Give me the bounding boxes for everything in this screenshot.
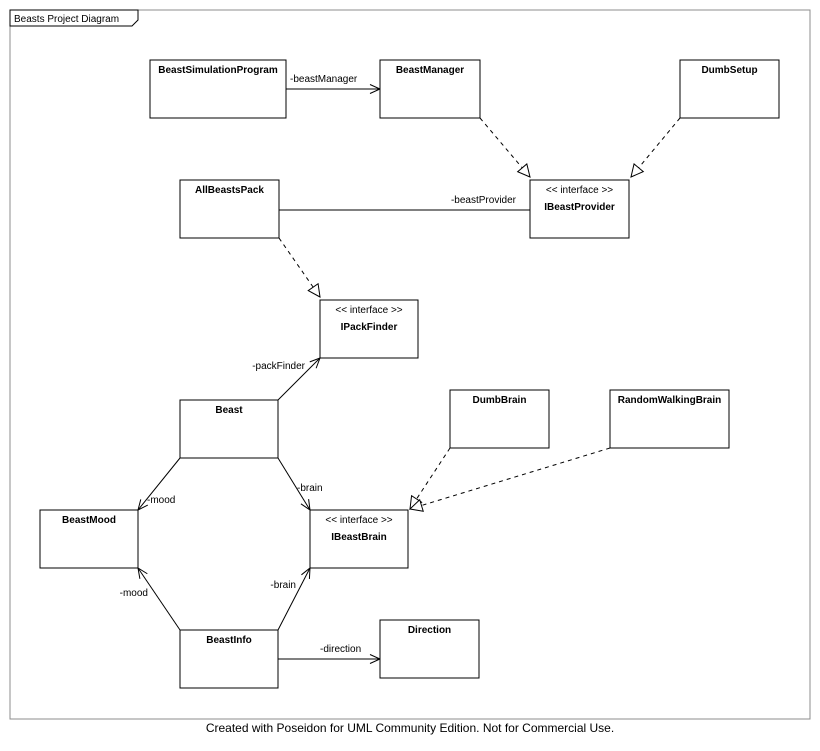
edge-beast-info-to-beast-mood <box>137 566 181 631</box>
class-box <box>179 399 279 459</box>
class-name: RandomWalkingBrain <box>618 395 722 406</box>
realization-arrowhead <box>630 163 645 178</box>
association-line <box>137 457 181 511</box>
realization-line <box>479 117 523 169</box>
edge-beast-info-to-direction <box>278 654 382 664</box>
edge-all-beasts-pack-to-i-pack-finder <box>278 237 321 298</box>
class-stereotype: << interface >> <box>325 515 392 526</box>
association-line <box>277 357 321 401</box>
association-line <box>277 567 311 631</box>
class-box <box>379 59 481 119</box>
class-name: BeastSimulationProgram <box>158 65 278 76</box>
edge-beast-simulation-program-to-beast-manager <box>286 84 382 94</box>
class-node-all-beasts-pack[interactable]: AllBeastsPack <box>179 179 280 239</box>
class-stereotype: << interface >> <box>546 185 613 196</box>
class-name: Direction <box>408 625 451 636</box>
association-line <box>137 567 181 631</box>
class-box <box>319 299 419 359</box>
edges <box>137 84 681 664</box>
class-node-beast[interactable]: Beast <box>179 399 279 459</box>
class-node-i-beast-brain[interactable]: << interface >> IBeastBrain <box>309 509 409 569</box>
nodes: BeastSimulationProgram BeastManager DumbSe… <box>39 59 780 689</box>
class-node-dumb-setup[interactable]: DumbSetup <box>679 59 780 119</box>
edge-dumb-setup-to-i-beast-provider <box>630 117 681 178</box>
class-box <box>39 509 139 569</box>
edge-random-walking-brain-to-i-beast-brain <box>408 447 611 512</box>
class-box <box>449 389 550 449</box>
realization-arrowhead <box>307 282 321 298</box>
edge-role-label: -direction <box>320 644 361 655</box>
class-name: IBeastProvider <box>544 202 615 213</box>
class-node-beast-mood[interactable]: BeastMood <box>39 509 139 569</box>
class-node-beast-simulation-program[interactable]: BeastSimulationProgram <box>149 59 287 119</box>
class-box <box>379 619 480 679</box>
class-node-beast-info[interactable]: BeastInfo <box>179 629 279 689</box>
class-node-i-pack-finder[interactable]: << interface >> IPackFinder <box>319 299 419 359</box>
realization-line <box>421 447 611 506</box>
edge-role-label: -brain <box>297 483 323 494</box>
edge-role-label: -mood <box>147 495 175 506</box>
edge-dumb-brain-to-i-beast-brain <box>409 447 451 510</box>
edge-role-label: -mood <box>120 588 148 599</box>
class-box <box>179 629 279 689</box>
class-box <box>529 179 630 239</box>
class-box <box>149 59 287 119</box>
association-line <box>277 457 311 511</box>
footer-watermark: Created with Poseidon for UML Community … <box>206 721 614 735</box>
class-node-dumb-brain[interactable]: DumbBrain <box>449 389 550 449</box>
class-name: IPackFinder <box>341 322 398 333</box>
edge-role-label: -beastProvider <box>451 195 517 206</box>
edge-beast-manager-to-i-beast-provider <box>479 117 531 178</box>
realization-arrowhead <box>516 163 531 178</box>
class-name: AllBeastsPack <box>195 185 264 196</box>
edge-role-label: -beastManager <box>290 74 358 85</box>
edge-labels: -beastManager -beastProvider -packFinder -m… <box>120 74 517 655</box>
class-name: IBeastBrain <box>331 532 387 543</box>
realization-line <box>638 117 681 169</box>
class-stereotype: << interface >> <box>335 305 402 316</box>
class-node-beast-manager[interactable]: BeastManager <box>379 59 481 119</box>
class-box <box>309 509 409 569</box>
class-name: DumbSetup <box>701 65 757 76</box>
class-box <box>609 389 730 449</box>
class-name: BeastInfo <box>206 635 252 646</box>
diagram-border <box>9 9 811 720</box>
class-box <box>679 59 780 119</box>
diagram-title-tab <box>9 9 139 27</box>
class-name: Beast <box>215 405 243 416</box>
realization-line <box>416 447 451 500</box>
edge-role-label: -packFinder <box>252 361 305 372</box>
diagram-title: Beasts Project Diagram <box>14 14 119 25</box>
class-name: DumbBrain <box>473 395 527 406</box>
class-node-direction[interactable]: Direction <box>379 619 480 679</box>
diagram-frame: Beasts Project Diagram <box>9 9 811 720</box>
class-name: BeastMood <box>62 515 116 526</box>
realization-arrowhead <box>408 498 424 512</box>
realization-line <box>278 237 314 288</box>
class-name: BeastManager <box>396 65 464 76</box>
edge-role-label: -brain <box>270 580 296 591</box>
class-node-i-beast-provider[interactable]: << interface >> IBeastProvider <box>529 179 630 239</box>
edge-beast-info-to-i-beast-brain <box>277 566 311 631</box>
class-node-random-walking-brain[interactable]: RandomWalkingBrain <box>609 389 730 449</box>
class-box <box>179 179 280 239</box>
